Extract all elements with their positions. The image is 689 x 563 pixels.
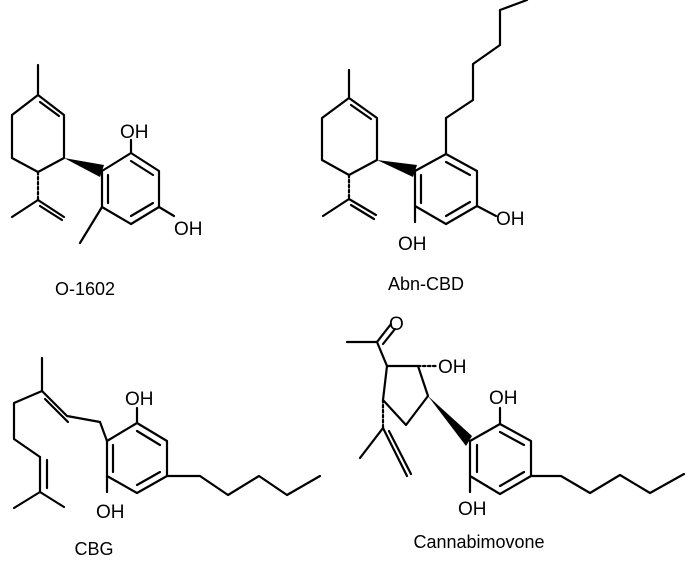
- cannabimovone-oh-ring: OH: [438, 357, 467, 378]
- abncbd-oh-right: OH: [496, 209, 525, 230]
- cbg-bonds: [12, 356, 322, 510]
- abncbd-caption: Abn-CBD: [388, 274, 464, 294]
- molecule-o1602: OH OH O-1602: [10, 63, 203, 299]
- cbg-oh-bottom: OH: [96, 502, 125, 523]
- molecule-cbg: OH OH CBG: [12, 356, 322, 559]
- cannabimovone-oh-bottom: OH: [458, 499, 487, 520]
- o1602-wedge-bond: [64, 158, 104, 177]
- cbg-oh-top: OH: [125, 389, 154, 410]
- molecule-cannabimovone: O OH OH OH Cannabimovone: [345, 314, 686, 552]
- o1602-caption: O-1602: [55, 279, 115, 299]
- cannabimovone-caption: Cannabimovone: [413, 532, 544, 552]
- abncbd-bonds: [320, 0, 529, 226]
- abncbd-oh-bottom: OH: [398, 234, 427, 255]
- o1602-bonds: [10, 63, 176, 245]
- o1602-oh-top: OH: [120, 122, 149, 143]
- cannabimovone-ketone-o: O: [389, 314, 404, 335]
- cannabimovone-wedge-bond: [428, 396, 472, 446]
- cannabimovone-bonds: [345, 322, 686, 496]
- cbg-caption: CBG: [74, 539, 113, 558]
- o1602-oh-right: OH: [174, 219, 203, 240]
- molecule-abncbd: OH OH Abn-CBD: [320, 0, 529, 294]
- cannabimovone-oh-top: OH: [489, 388, 518, 409]
- abncbd-wedge-bond: [377, 160, 417, 177]
